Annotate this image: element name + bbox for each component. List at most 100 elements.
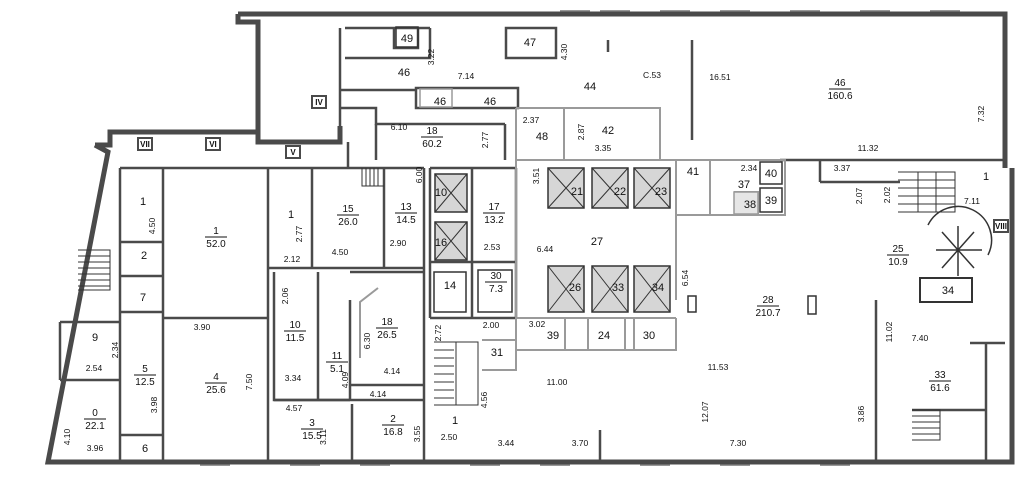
- room-area: 11.5: [286, 333, 305, 344]
- room-area: 15.5: [302, 431, 322, 442]
- room-number: 39: [547, 330, 559, 342]
- room-area: 26.5: [377, 330, 397, 341]
- room-number: 34: [652, 282, 664, 294]
- room-number: 1: [288, 209, 294, 221]
- dimension-label: 3.86: [856, 405, 866, 422]
- axis-label: VIII: [995, 222, 1007, 231]
- room-number: 23: [655, 186, 667, 198]
- dimension-label: 7.14: [458, 71, 475, 81]
- room-number: 7: [140, 292, 146, 304]
- dimension-label: 6.54: [680, 269, 690, 286]
- room-number: 3: [309, 418, 315, 429]
- room-area: 210.7: [755, 308, 780, 319]
- dimension-label: 2.54: [86, 363, 103, 373]
- room-number: 39: [765, 195, 777, 207]
- room-number: 40: [765, 168, 777, 180]
- dimension-label: 4.56: [479, 391, 489, 408]
- room-area: 14.5: [396, 215, 416, 226]
- room-number: 2: [390, 414, 396, 425]
- room-number: 18: [426, 126, 438, 137]
- dimension-label: 11.32: [858, 143, 879, 153]
- dimension-label: 4.14: [370, 389, 387, 399]
- room-area: 26.0: [338, 217, 358, 228]
- dimension-label: 2.00: [483, 320, 500, 330]
- room-number: 2: [141, 250, 147, 262]
- dimension-label: 12.07: [700, 401, 710, 423]
- axis-label: IV: [315, 98, 323, 107]
- dimension-label: 2.06: [280, 287, 290, 304]
- dimension-label: 6.00: [414, 166, 424, 183]
- stairs: [78, 168, 956, 441]
- room-number: 6: [142, 443, 148, 455]
- room-number: 16: [435, 237, 447, 249]
- room-number: 18: [381, 317, 393, 328]
- dimension-label: 11.02: [884, 321, 894, 342]
- room-number: 27: [591, 236, 603, 248]
- dimension-label: 2.72: [433, 324, 443, 341]
- dimension-label: 3.34: [285, 373, 302, 383]
- dimension-label: 3.70: [572, 438, 589, 448]
- dimension-label: 2.34: [741, 163, 758, 173]
- axis-label: VI: [209, 140, 217, 149]
- dimension-label: C.53: [643, 70, 661, 80]
- room-area: 5.1: [330, 364, 344, 375]
- room-area: 12.5: [135, 377, 155, 388]
- axis-label: VII: [140, 140, 150, 149]
- dimension-label: 2.37: [523, 115, 540, 125]
- room-area: 52.0: [206, 239, 226, 250]
- room-number: 31: [491, 347, 503, 359]
- dimension-label: 4.09: [340, 371, 350, 388]
- dimension-label: 2.50: [441, 432, 458, 442]
- room-area: 10.9: [888, 257, 908, 268]
- room-area: 13.2: [484, 215, 504, 226]
- room-number: 21: [571, 186, 583, 198]
- room-number: 9: [92, 332, 98, 344]
- windows: [200, 10, 960, 466]
- dimension-label: 3.96: [87, 443, 104, 453]
- dimension-label: 6.44: [537, 244, 554, 254]
- dimension-label: 11.00: [547, 377, 568, 387]
- dimension-label: 2.02: [882, 186, 892, 203]
- room-number: 14: [444, 280, 456, 292]
- room-number: 1: [983, 171, 989, 183]
- dimension-label: 3.37: [834, 163, 851, 173]
- dimension-label: 4.50: [332, 247, 349, 257]
- room-number: 0: [92, 408, 98, 419]
- dimension-label: 4.50: [147, 217, 157, 234]
- room-area: 16.8: [383, 427, 403, 438]
- dimension-label: 2.87: [576, 123, 586, 140]
- room-number: 5: [142, 364, 148, 375]
- room-number: 10: [289, 320, 301, 331]
- room-area: 160.6: [827, 91, 852, 102]
- dimension-label: 7.30: [730, 438, 747, 448]
- room-number: 13: [400, 202, 412, 213]
- room-number: 37: [738, 179, 750, 191]
- room-number: 46: [434, 96, 446, 108]
- room-number: 17: [488, 202, 500, 213]
- room-number: 38: [744, 199, 756, 211]
- dimension-label: 3.35: [595, 143, 612, 153]
- internal-walls: [58, 26, 1005, 462]
- dimension-label: 7.50: [244, 373, 254, 390]
- dimension-label: 3.51: [531, 167, 541, 184]
- dimension-label: 11.53: [708, 362, 729, 372]
- dimension-label: 3.98: [149, 396, 159, 413]
- dimension-label: 3.02: [529, 319, 546, 329]
- dimension-label: 3.22: [426, 48, 436, 65]
- dimension-label: 7.11: [964, 196, 980, 206]
- room-number: 28: [762, 295, 774, 306]
- room-number: 1: [140, 196, 146, 208]
- dimension-label: 4.30: [559, 43, 569, 60]
- room-number: 26: [569, 282, 581, 294]
- dimension-label: 2.90: [390, 238, 407, 248]
- room-number: 25: [892, 244, 904, 255]
- room-number: 1: [213, 226, 219, 237]
- dimension-label: 7.40: [912, 333, 929, 343]
- dimension-label: 3.44: [498, 438, 515, 448]
- dimension-label: 4.57: [286, 403, 303, 413]
- axis-label: V: [290, 148, 296, 157]
- room-area: 60.2: [422, 139, 442, 150]
- dimension-label: 2.53: [484, 242, 501, 252]
- room-area: 25.6: [206, 385, 226, 396]
